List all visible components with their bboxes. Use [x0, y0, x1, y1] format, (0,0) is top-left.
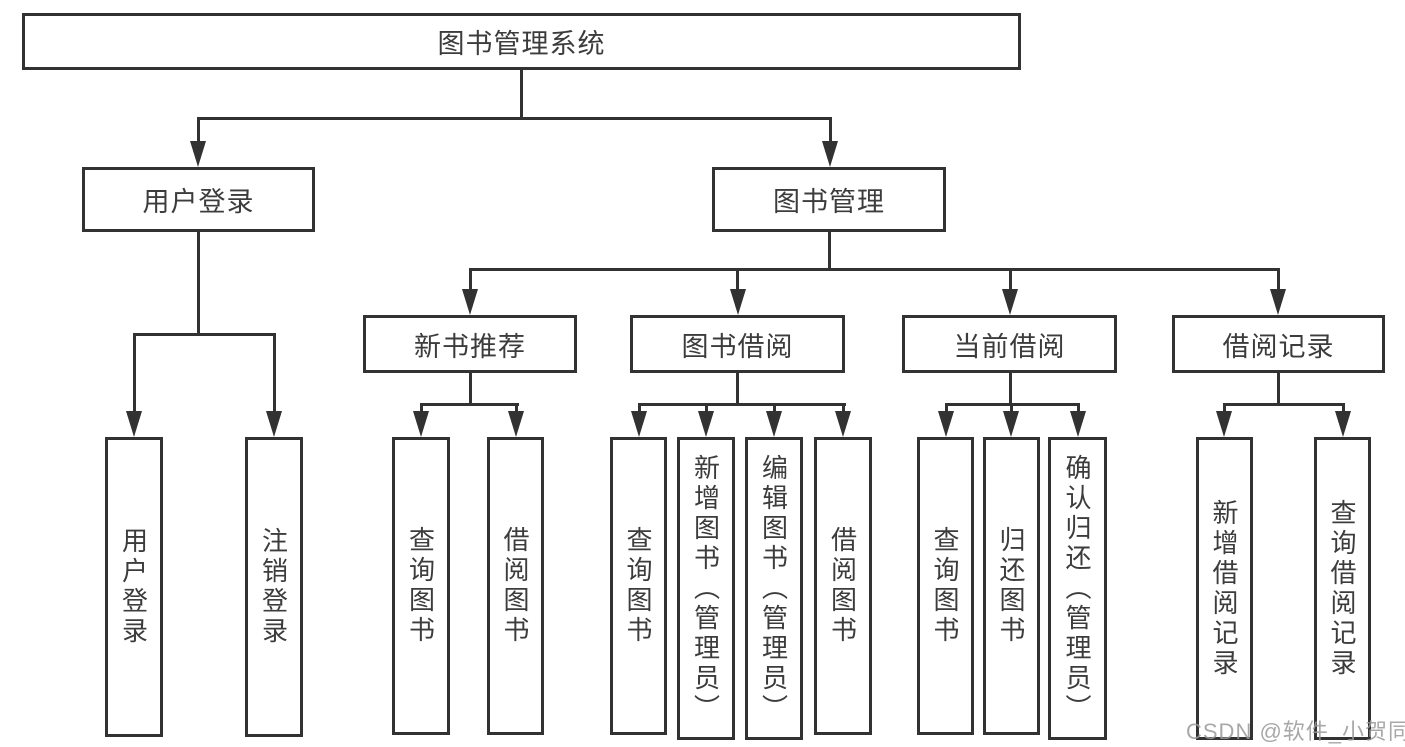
connector-arrowhead [766, 411, 782, 437]
node-user-login: 用户登录 [82, 167, 315, 232]
connector-line [514, 404, 518, 416]
connector-line [1276, 269, 1280, 293]
connector-line [419, 404, 423, 416]
node-borrow-records: 借阅记录 [1172, 315, 1385, 373]
node-new-book-recommendation: 新书推荐 [363, 315, 577, 373]
leaf-borrow-books-borrowing: 借阅图书 [814, 437, 872, 735]
leaf-add-borrow-record: 新增借阅记录 [1196, 437, 1253, 740]
node-current-borrowing: 当前借阅 [902, 315, 1117, 373]
connector-arrowhead [938, 411, 954, 437]
connector-arrowhead [698, 411, 714, 437]
leaf-user-login: 用户登录 [105, 437, 163, 737]
node-book-management: 图书管理 [712, 167, 946, 232]
connector-line [1076, 404, 1080, 416]
watermark: CSDN @软件_小贺同学 [1186, 719, 1405, 744]
connector-line [196, 232, 200, 336]
connector-arrowhead [822, 141, 838, 167]
connector-line [419, 403, 519, 406]
leaf-query-books-current: 查询图书 [917, 437, 974, 735]
connector-arrowhead [190, 141, 206, 167]
connector-line [828, 118, 832, 145]
connector-arrowhead [126, 411, 142, 437]
connector-arrowhead [835, 411, 851, 437]
connector-line [735, 373, 739, 406]
connector-arrowhead [413, 411, 429, 437]
connector-line [637, 404, 641, 416]
connector-line [1008, 373, 1012, 406]
connector-line [637, 403, 846, 406]
connector-line [1222, 404, 1226, 416]
connector-line [1009, 404, 1013, 416]
connector-arrowhead [1070, 411, 1086, 437]
connector-line [772, 404, 776, 416]
connector-line [841, 404, 845, 416]
connector-line [468, 268, 1280, 271]
connector-line [944, 404, 948, 416]
leaf-query-borrow-record: 查询借阅记录 [1314, 437, 1371, 740]
leaf-edit-books-admin: 编辑图书（管理员） [745, 437, 803, 740]
leaf-query-books-borrowing: 查询图书 [610, 437, 667, 735]
leaf-logout: 注销登录 [245, 437, 303, 737]
connector-arrowhead [1216, 411, 1232, 437]
connector-line [132, 333, 276, 336]
connector-line [132, 334, 136, 414]
connector-line [704, 404, 708, 416]
connector-arrowhead [508, 411, 524, 437]
connector-arrowhead [1003, 411, 1019, 437]
leaf-return-books: 归还图书 [983, 437, 1040, 735]
connector-line [519, 70, 523, 118]
connector-arrowhead [730, 289, 746, 315]
connector-arrowhead [1270, 289, 1286, 315]
connector-line [1276, 373, 1280, 406]
connector-arrowhead [1335, 411, 1351, 437]
connector-line [1341, 404, 1345, 416]
leaf-confirm-return-admin: 确认归还（管理员） [1048, 437, 1107, 740]
connector-line [1222, 403, 1345, 406]
leaf-add-books-admin: 新增图书（管理员） [677, 437, 735, 740]
connector-arrowhead [266, 411, 282, 437]
connector-arrowhead [1002, 289, 1018, 315]
connector-line [272, 334, 276, 414]
connector-line [196, 118, 200, 145]
connector-arrowhead [462, 289, 478, 315]
connector-line [468, 269, 472, 293]
connector-line [827, 232, 831, 271]
connector-line [196, 117, 832, 120]
node-book-borrowing: 图书借阅 [630, 315, 845, 373]
connector-line [735, 269, 739, 293]
connector-line [1008, 269, 1012, 293]
connector-arrowhead [631, 411, 647, 437]
leaf-query-books-recommend: 查询图书 [392, 437, 450, 735]
leaf-borrow-books-recommend: 借阅图书 [487, 437, 544, 735]
node-library-management-system: 图书管理系统 [22, 13, 1021, 70]
connector-line [468, 373, 472, 406]
